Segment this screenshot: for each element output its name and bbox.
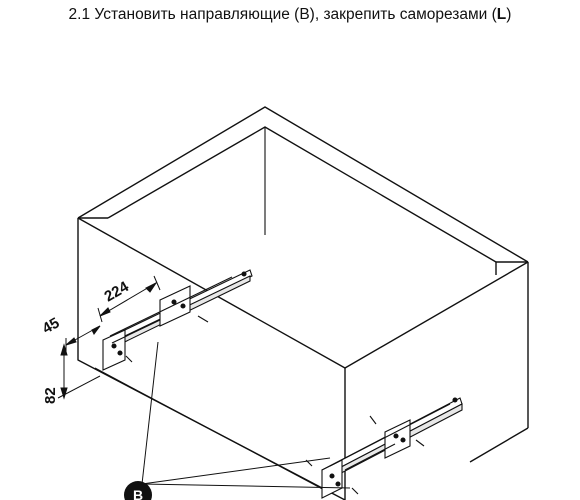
left-screws bbox=[125, 315, 209, 363]
caption-screw-letter: L bbox=[496, 6, 507, 23]
dimension-depth: 224 bbox=[102, 278, 133, 306]
caption-suffix: ) bbox=[506, 6, 512, 23]
right-screws bbox=[305, 415, 425, 495]
cabinet-body bbox=[77, 106, 529, 500]
caption-rail-letter: B bbox=[299, 6, 310, 23]
dimension-setback: 45 bbox=[40, 314, 63, 337]
callout-leaders bbox=[141, 341, 351, 489]
dimension-height: 82 bbox=[42, 387, 59, 404]
callout-letter: B bbox=[133, 487, 143, 500]
callout-marker bbox=[124, 481, 152, 500]
instruction-caption: 2.1 Установить направляющие (B), закрепи… bbox=[0, 6, 580, 24]
caption-middle: ), закрепить саморезами ( bbox=[309, 6, 497, 23]
dimension-lines bbox=[57, 275, 161, 400]
caption-prefix: 2.1 Установить направляющие ( bbox=[68, 6, 300, 23]
left-drawer-rail bbox=[102, 269, 253, 371]
right-drawer-rail bbox=[321, 397, 463, 499]
